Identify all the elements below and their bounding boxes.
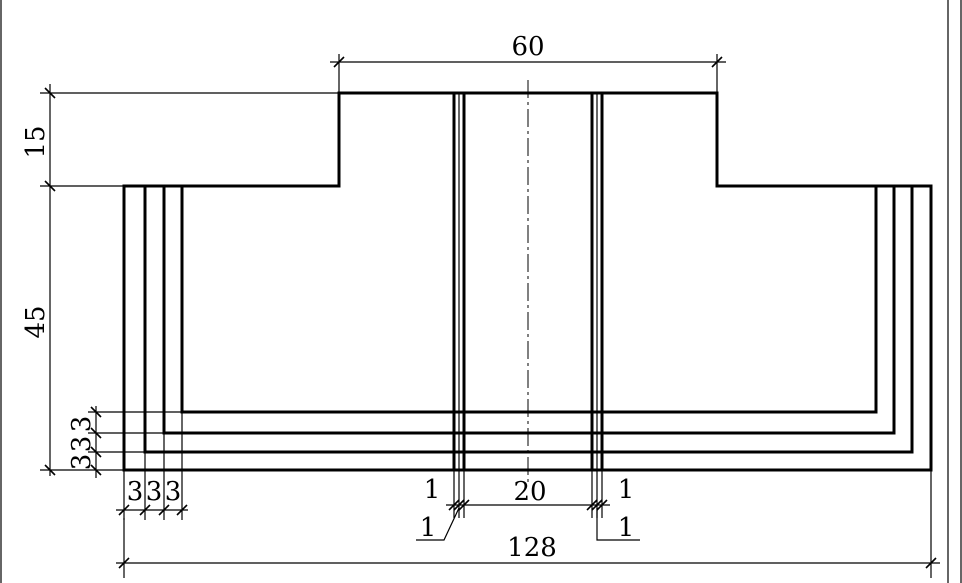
dim-slot-right-upper: 1	[618, 475, 635, 505]
dim-slots-tick-6	[596, 499, 608, 511]
dim-layers-v-tick-1	[90, 406, 102, 418]
leader-left	[416, 507, 460, 541]
layer-3	[180, 186, 878, 414]
dim-slots-tick-5	[591, 499, 603, 511]
dim-left-tick-bottom	[44, 464, 56, 476]
dim-total-width-label: 128	[507, 533, 557, 563]
dim-left-tick-mid	[44, 180, 56, 192]
dim-slots-tick-1	[448, 499, 460, 511]
dim-layers-h-tick-2	[158, 504, 170, 516]
dim-layers-v-tick-2	[90, 427, 102, 439]
dim-layers-v-tick-3	[90, 446, 102, 458]
dim-layer-left-1: 3	[127, 477, 144, 507]
dim-layers-v-tick-4	[90, 464, 102, 476]
leader-right	[596, 508, 640, 541]
dim-slots-tick-2	[453, 499, 465, 511]
dim-left-tick-top	[44, 87, 56, 99]
layer-2	[162, 186, 896, 435]
dim-layer-bottom-3: 3	[67, 454, 97, 471]
dim-slots-tick-4	[586, 499, 598, 511]
dim-layers-h-tick-3	[176, 504, 188, 516]
dim-layer-bottom-2: 3	[67, 436, 97, 453]
dim-slot-left-upper: 1	[424, 475, 441, 505]
dim-top-tick-right	[711, 56, 723, 68]
dim-slot-right-lower: 1	[618, 513, 635, 543]
dim-layer-left-3: 3	[165, 477, 182, 507]
dim-body-height-label: 45	[21, 305, 51, 338]
dim-slot-gap-label: 20	[513, 477, 546, 507]
dim-total-tick-right	[925, 557, 937, 569]
dim-layers-h-tick-0	[118, 504, 130, 516]
dim-slot-left-lower: 1	[420, 513, 437, 543]
dim-layer-bottom-1: 3	[67, 416, 97, 433]
dim-slots-tick-3	[458, 499, 470, 511]
dim-layer-left-2: 3	[146, 477, 163, 507]
dim-top-height-label: 15	[21, 125, 51, 158]
dim-layers-h-tick-1	[139, 504, 151, 516]
dim-total-tick-left	[118, 557, 130, 569]
dim-top-tick-left	[333, 56, 345, 68]
dim-top-width-label: 60	[511, 32, 544, 62]
